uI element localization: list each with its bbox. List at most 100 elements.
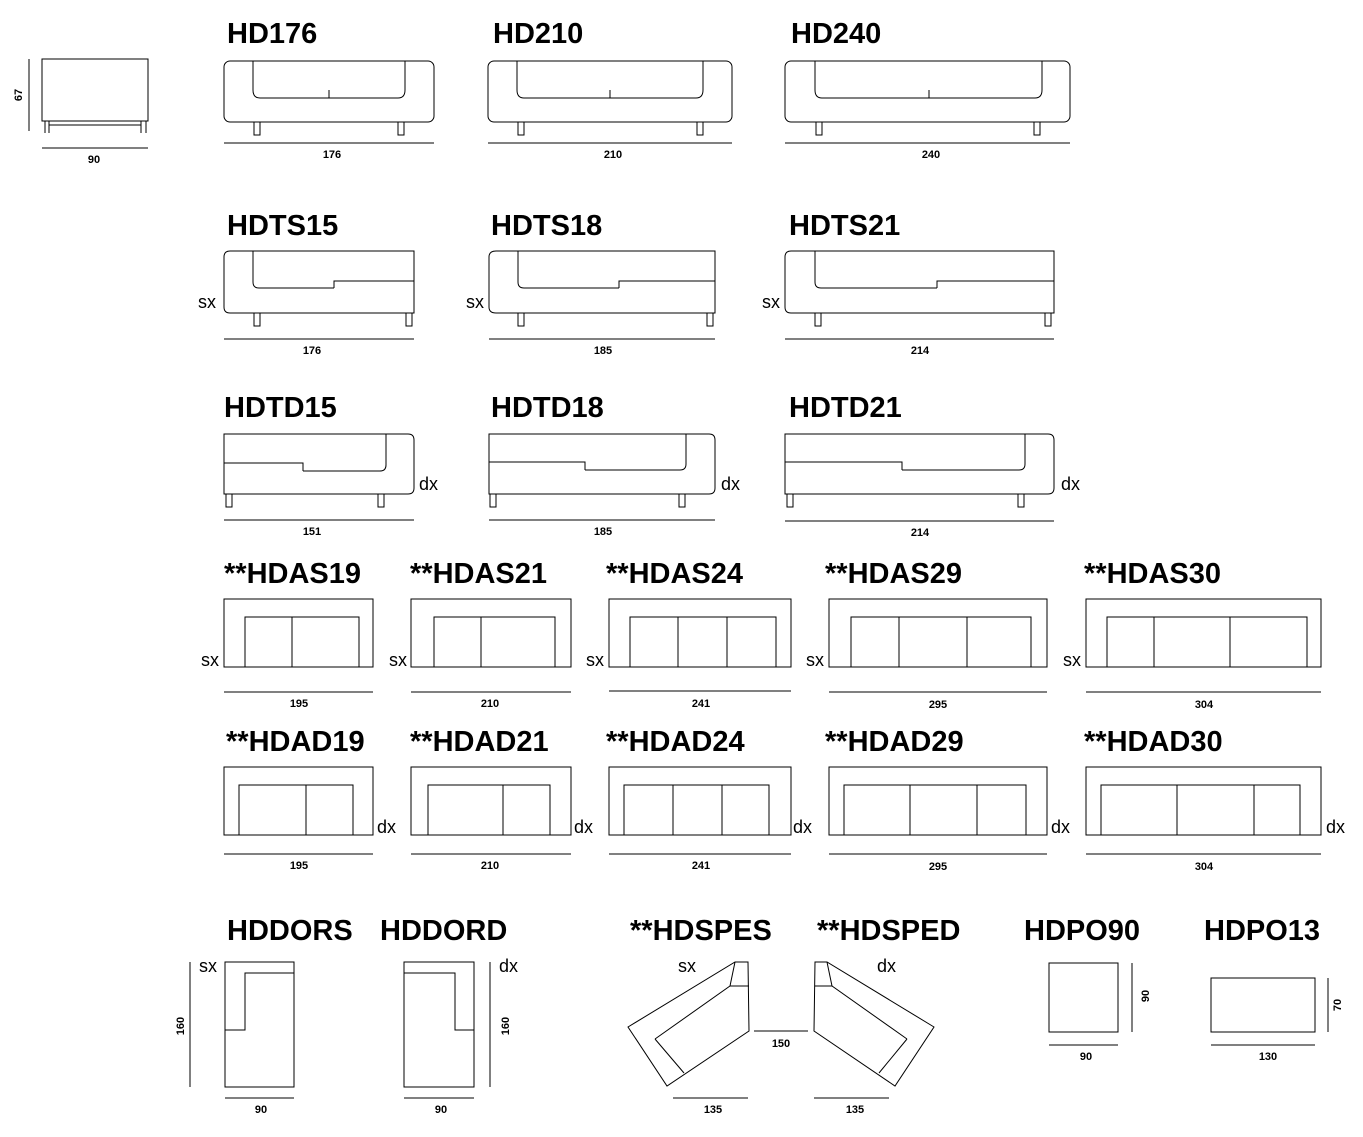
plan-seat xyxy=(1106,616,1308,668)
chaise-outline xyxy=(403,961,475,1088)
sofa-seat xyxy=(516,61,704,99)
side-label-dx: dx xyxy=(574,817,593,837)
corner-backrest xyxy=(654,1038,685,1074)
width-dimension: 304 xyxy=(1195,699,1214,711)
side-label-dx: dx xyxy=(377,817,396,837)
sofa-foot xyxy=(517,121,525,136)
plan-seat xyxy=(623,784,770,836)
width-dimension: 195 xyxy=(290,698,308,710)
terminal-seat xyxy=(252,251,414,289)
side-label-dx: dx xyxy=(499,956,518,976)
model-code: **HDAD24 xyxy=(606,726,745,758)
side-view-body xyxy=(41,58,149,122)
pouf-outline xyxy=(1210,977,1316,1033)
model-code: HDDORS xyxy=(227,915,353,947)
plan-outline xyxy=(223,598,374,668)
width-dimension: 185 xyxy=(594,526,612,538)
plan-seat xyxy=(629,616,777,668)
width-dimension: 241 xyxy=(692,698,710,710)
corner-backrest xyxy=(826,961,833,987)
sofa-seat xyxy=(814,61,1043,99)
plan-outline xyxy=(1085,766,1322,836)
terminal-foot xyxy=(1017,493,1025,508)
width-dimension: 135 xyxy=(704,1104,722,1116)
side-label-sx: sx xyxy=(199,956,217,976)
width-dimension: 210 xyxy=(481,698,499,710)
terminal-seat xyxy=(814,251,1054,289)
chaise-backrest xyxy=(404,972,474,1031)
side-label-sx: sx xyxy=(678,956,696,976)
angular-hdas24: **HDAS24 sx 241 xyxy=(586,558,792,710)
corner-gap-dimension: 150 xyxy=(772,1038,790,1050)
terminal-foot xyxy=(253,312,261,327)
depth-dimension: 160 xyxy=(175,1017,187,1035)
width-dimension: 295 xyxy=(929,699,947,711)
angular-hdas19: **HDAS19 sx 195 xyxy=(201,558,374,710)
side-label-dx: dx xyxy=(877,956,896,976)
model-code: **HDAS24 xyxy=(606,558,743,590)
chaise-hddord: HDDORD dx 160 90 xyxy=(380,915,518,1116)
width-dimension: 130 xyxy=(1259,1051,1277,1063)
plan-outline xyxy=(410,766,572,836)
model-code: HD240 xyxy=(791,18,881,50)
model-code: HDTS21 xyxy=(789,210,900,242)
plan-seat xyxy=(843,784,1027,836)
sofa-foot xyxy=(397,121,405,136)
plan-seat xyxy=(850,616,1032,668)
terminal-hdts18: HDTS18 sx 185 xyxy=(466,210,716,357)
terminal-foot xyxy=(706,312,714,327)
sofa-foot xyxy=(1033,121,1041,136)
chaise-outline xyxy=(224,961,295,1088)
terminal-hdts21: HDTS21 sx 214 xyxy=(762,210,1055,357)
width-dimension: 240 xyxy=(922,149,940,161)
terminal-foot xyxy=(1044,312,1052,327)
model-code: **HDAS30 xyxy=(1084,558,1221,590)
terminal-seat xyxy=(489,434,687,471)
width-dimension: 214 xyxy=(911,527,930,539)
plan-outline xyxy=(410,598,572,668)
corner-backrest xyxy=(815,985,908,1040)
model-code: HD210 xyxy=(493,18,583,50)
corner-backrest xyxy=(878,1038,908,1074)
model-code: **HDAS19 xyxy=(224,558,361,590)
width-dimension: 295 xyxy=(929,861,947,873)
plan-outline xyxy=(828,598,1048,668)
chaise-backrest xyxy=(225,972,294,1031)
model-code: HDDORD xyxy=(380,915,507,947)
depth-dimension: 70 xyxy=(1332,999,1344,1011)
chaise-hddors: HDDORS sx 160 90 xyxy=(175,915,353,1116)
terminal-hdts15: HDTS15 sx 176 xyxy=(198,210,415,357)
width-dimension: 90 xyxy=(88,154,100,166)
sofa-body xyxy=(487,60,733,123)
side-label-dx: dx xyxy=(793,817,812,837)
terminal-seat xyxy=(785,434,1026,471)
width-dimension: 195 xyxy=(290,860,308,872)
width-dimension: 185 xyxy=(594,345,612,357)
terminal-body xyxy=(488,433,716,495)
angular-hdas29: **HDAS29 sx 295 xyxy=(806,558,1048,711)
plan-outline xyxy=(608,766,792,836)
width-dimension: 151 xyxy=(303,526,321,538)
terminal-seat xyxy=(517,251,715,289)
sofa-foot xyxy=(815,121,823,136)
side-label-sx: sx xyxy=(201,650,219,670)
terminal-foot xyxy=(405,312,413,327)
model-code: **HDSPED xyxy=(817,915,960,947)
model-code: **HDAS29 xyxy=(825,558,962,590)
plan-outline xyxy=(1085,598,1322,668)
terminal-body xyxy=(223,433,415,495)
model-code: **HDAD29 xyxy=(825,726,964,758)
pouf-hdpo13: HDPO13 70 130 xyxy=(1204,915,1344,1063)
terminal-foot xyxy=(377,493,385,508)
plan-seat xyxy=(427,784,551,836)
side-label-sx: sx xyxy=(762,292,780,312)
terminal-hdtd15: HDTD15 dx 151 xyxy=(223,392,438,538)
model-code: HDPO90 xyxy=(1024,915,1140,947)
width-dimension: 304 xyxy=(1195,861,1214,873)
angular-hdad24: **HDAD24 dx 241 xyxy=(606,726,812,872)
terminal-body xyxy=(784,433,1055,495)
side-label-dx: dx xyxy=(1051,817,1070,837)
model-code: HDPO13 xyxy=(1204,915,1320,947)
sofa-hd240: HD240 240 xyxy=(784,18,1071,161)
